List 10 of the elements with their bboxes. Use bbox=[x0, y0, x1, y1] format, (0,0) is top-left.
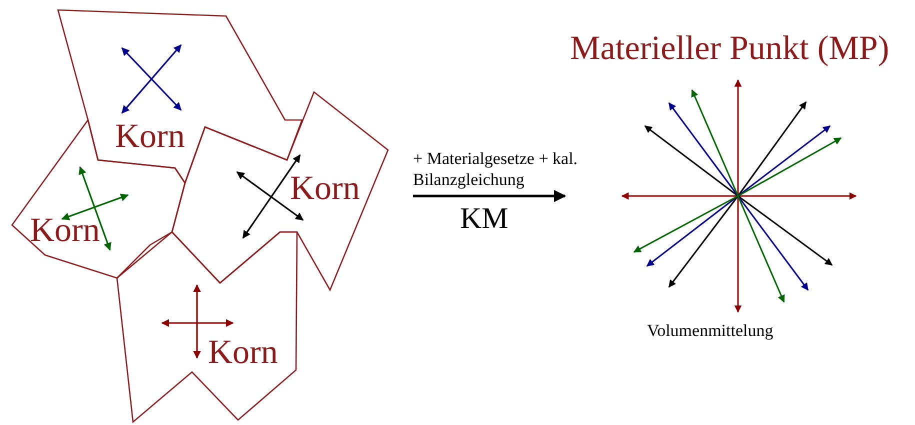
grain-polygon bbox=[12, 120, 185, 278]
abbreviation-label: KM bbox=[460, 204, 508, 234]
grain-label: Korn bbox=[30, 214, 100, 248]
arrow bbox=[413, 189, 569, 203]
grain-polygon bbox=[117, 232, 297, 422]
node-title: Materieller Punkt (MP) bbox=[570, 32, 890, 66]
grain-label: Korn bbox=[290, 172, 360, 206]
grain-label: Korn bbox=[115, 120, 185, 154]
node-label: Volumenmittelung bbox=[647, 321, 774, 341]
grain-label: Korn bbox=[208, 336, 278, 370]
